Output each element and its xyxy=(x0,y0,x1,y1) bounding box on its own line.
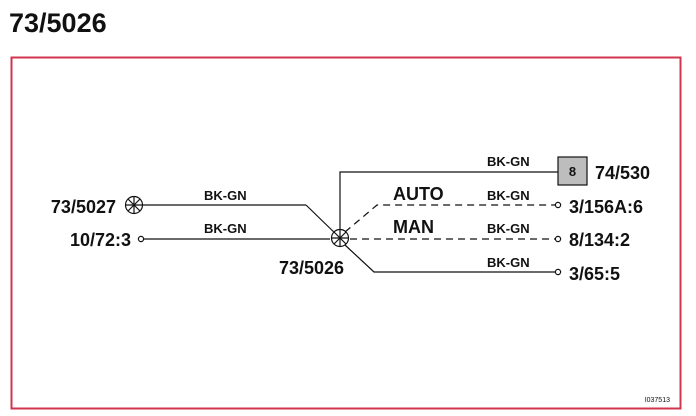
terminal-3-156a-6-icon xyxy=(554,201,562,209)
wire-color-label: BK-GN xyxy=(487,188,530,203)
page-title: 73/5026 xyxy=(9,8,107,38)
connector-74-530-box xyxy=(557,156,588,186)
terminal-8-134-2-icon xyxy=(554,235,562,243)
terminal-3-65-5-icon xyxy=(554,268,562,276)
figure-reference: I037513 xyxy=(645,397,670,404)
terminal-label-right-3: 3/65:5 xyxy=(569,264,620,284)
wire-splice-to-connector xyxy=(339,171,558,230)
terminal-10-72-3-icon xyxy=(137,235,145,243)
connector-pin-number: 8 xyxy=(569,164,576,179)
wire-color-label: BK-GN xyxy=(487,221,530,236)
wire-splice-to-3-65 xyxy=(344,244,555,273)
diagram-frame xyxy=(10,56,682,410)
ground-label: 73/5027 xyxy=(51,197,116,217)
splice-symbol-icon xyxy=(330,228,350,248)
wire-color-label: BK-GN xyxy=(204,221,247,236)
terminal-label-right-1: 3/156A:6 xyxy=(569,197,643,217)
wire-auto-dashed xyxy=(344,204,555,233)
terminal-label-right-2: 8/134:2 xyxy=(569,230,630,250)
connector-label: 74/530 xyxy=(595,163,650,183)
mode-auto-label: AUTO xyxy=(393,184,444,204)
splice-label: 73/5026 xyxy=(279,258,344,278)
terminal-label-left: 10/72:3 xyxy=(70,230,131,250)
wire-color-label: BK-GN xyxy=(487,154,530,169)
mode-man-label: MAN xyxy=(393,217,434,237)
ground-symbol-icon xyxy=(124,195,144,215)
wire-color-label: BK-GN xyxy=(204,188,247,203)
wire-color-label: BK-GN xyxy=(487,255,530,270)
